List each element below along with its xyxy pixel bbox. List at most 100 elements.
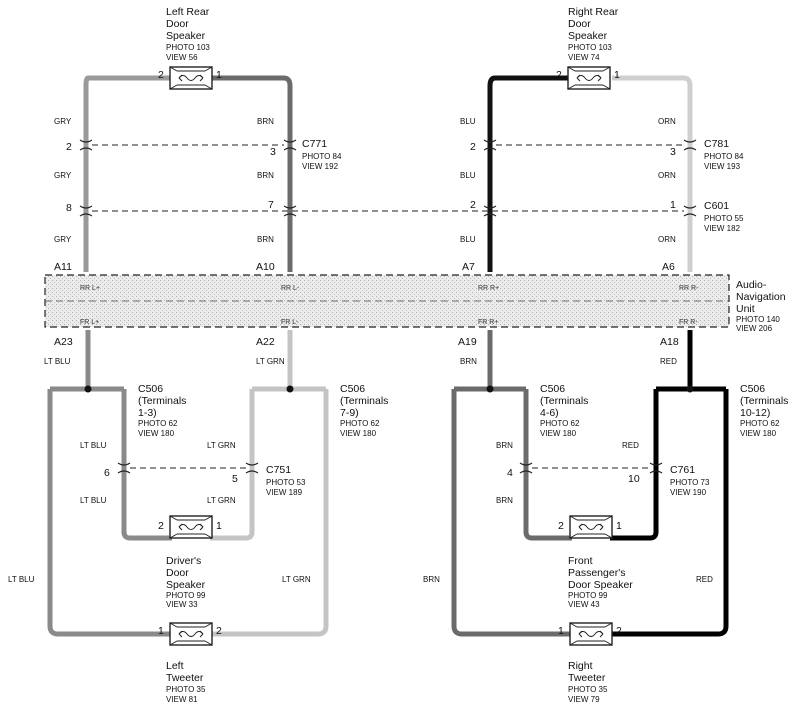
pin-right-tweeter-1: 1 <box>558 625 564 637</box>
connector-contact-0 <box>79 139 93 151</box>
svg-text:6: 6 <box>104 467 110 479</box>
speaker-right-rear: 2 1 <box>556 66 620 90</box>
wire-right-rear-blu <box>487 75 568 272</box>
svg-text:VIEW 206: VIEW 206 <box>736 324 773 333</box>
svg-text:PHOTO 73: PHOTO 73 <box>670 478 710 487</box>
connector-contacts <box>79 139 697 474</box>
connector-c751: 6 5 C751 PHOTO 53 VIEW 189 <box>104 464 306 497</box>
speaker-right-tweeter-symbol <box>569 622 613 646</box>
svg-text:PHOTO 35: PHOTO 35 <box>568 685 608 694</box>
pin-left-rear-2: 2 <box>158 69 164 81</box>
unit-terminal-a11: A11 <box>54 261 72 273</box>
connector-contact-6 <box>483 205 497 217</box>
svg-text:ORN: ORN <box>658 171 676 180</box>
speaker-front-passenger-door-symbol <box>569 515 613 539</box>
svg-text:PHOTO 55: PHOTO 55 <box>704 214 744 223</box>
svg-text:(Terminals: (Terminals <box>340 395 388 407</box>
svg-text:BRN: BRN <box>257 117 274 126</box>
pin-pass-2: 2 <box>558 520 564 532</box>
svg-text:C771: C771 <box>302 138 327 150</box>
pin-right-rear-2: 2 <box>556 69 562 81</box>
svg-text:VIEW 180: VIEW 180 <box>540 429 577 438</box>
caption-right-rear: Right Rear Door Speaker PHOTO 103 VIEW 7… <box>568 6 619 62</box>
caption-front-passenger-door: Front Passenger's Door Speaker PHOTO 99 … <box>568 555 633 609</box>
svg-text:BRN: BRN <box>423 575 440 584</box>
svg-text:BRN: BRN <box>257 171 274 180</box>
wire-right-tweeter-brn <box>451 389 570 637</box>
caption-driver-door: Driver's Door Speaker PHOTO 99 VIEW 33 <box>166 555 206 609</box>
svg-text:BLU: BLU <box>460 171 476 180</box>
svg-text:Driver's: Driver's <box>166 555 201 567</box>
connector-c771: 2 3 C771 PHOTO 84 VIEW 192 <box>66 138 342 171</box>
speaker-driver-door: 2 1 <box>158 515 222 539</box>
unit-terminal-a10: A10 <box>256 261 275 273</box>
pin-right-tweeter-2: 2 <box>616 625 622 637</box>
unit-signal-rr-r-neg: RR R- <box>679 285 699 292</box>
svg-text:8: 8 <box>66 202 72 214</box>
pin-driver-2: 2 <box>158 520 164 532</box>
caption-right-tweeter: Right Tweeter PHOTO 35 VIEW 79 <box>568 660 608 704</box>
svg-text:BLU: BLU <box>460 117 476 126</box>
speaker-front-passenger-door: 2 1 <box>558 515 622 539</box>
unit-signal-fr-l-pos: FR L+ <box>80 319 99 326</box>
unit-signal-fr-l-neg: FR L- <box>281 319 299 326</box>
connector-contact-11 <box>649 462 663 474</box>
speaker-left-tweeter: 1 2 <box>158 622 222 646</box>
svg-text:VIEW 182: VIEW 182 <box>704 224 741 233</box>
svg-text:C506: C506 <box>740 383 765 395</box>
svg-text:LT GRN: LT GRN <box>256 357 285 366</box>
unit-terminal-a18: A18 <box>660 336 679 348</box>
speaker-right-tweeter: 1 2 <box>558 622 622 646</box>
svg-text:LT BLU: LT BLU <box>44 357 71 366</box>
svg-text:RED: RED <box>622 441 639 450</box>
connector-contact-9 <box>245 462 259 474</box>
svg-text:C761: C761 <box>670 464 695 476</box>
svg-text:RED: RED <box>660 357 677 366</box>
unit-terminal-a23: A23 <box>54 336 73 348</box>
connector-c506-terminals-4-6: C506 (Terminals 4-6) PHOTO 62 VIEW 180 <box>540 383 588 438</box>
connector-c601: 8 7 2 1 C601 PHOTO 55 VIEW 182 <box>66 199 744 233</box>
svg-text:PHOTO 62: PHOTO 62 <box>340 419 380 428</box>
svg-text:VIEW 79: VIEW 79 <box>568 695 600 704</box>
splice-a18 <box>686 385 694 393</box>
svg-text:C781: C781 <box>704 138 729 150</box>
svg-text:Door: Door <box>166 567 189 579</box>
svg-text:2: 2 <box>470 141 476 153</box>
svg-text:Tweeter: Tweeter <box>166 672 204 684</box>
pin-left-tweeter-2: 2 <box>216 625 222 637</box>
svg-text:GRY: GRY <box>54 235 72 244</box>
svg-text:3: 3 <box>270 146 276 158</box>
caption-left-tweeter: Left Tweeter PHOTO 35 VIEW 81 <box>166 660 206 704</box>
svg-text:7-9): 7-9) <box>340 407 359 419</box>
svg-text:PHOTO 84: PHOTO 84 <box>302 152 342 161</box>
svg-text:LT GRN: LT GRN <box>282 575 311 584</box>
svg-text:2: 2 <box>66 141 72 153</box>
svg-text:PHOTO 103: PHOTO 103 <box>166 43 210 52</box>
svg-text:1-3): 1-3) <box>138 407 157 419</box>
svg-text:PHOTO 53: PHOTO 53 <box>266 478 306 487</box>
svg-text:4-6): 4-6) <box>540 407 559 419</box>
svg-text:Audio-: Audio- <box>736 279 767 291</box>
svg-text:VIEW 43: VIEW 43 <box>568 600 600 609</box>
svg-text:VIEW 180: VIEW 180 <box>340 429 377 438</box>
svg-text:Front: Front <box>568 555 593 567</box>
svg-text:BRN: BRN <box>496 441 513 450</box>
connector-c506-terminals-7-9: C506 (Terminals 7-9) PHOTO 62 VIEW 180 <box>340 383 388 438</box>
svg-text:Left Rear: Left Rear <box>166 6 210 18</box>
svg-text:VIEW 33: VIEW 33 <box>166 600 198 609</box>
wire-driver-lt-grn <box>210 389 255 541</box>
svg-text:(Terminals: (Terminals <box>740 395 788 407</box>
wire-left-rear-gry <box>83 75 170 272</box>
wire-left-tweeter-lt-blu <box>47 389 170 637</box>
unit-signal-rr-l-neg: RR L- <box>281 285 300 292</box>
svg-text:C506: C506 <box>138 383 163 395</box>
svg-text:Speaker: Speaker <box>166 30 206 42</box>
connector-contact-3 <box>683 139 697 151</box>
svg-text:PHOTO 62: PHOTO 62 <box>540 419 580 428</box>
svg-text:10: 10 <box>628 473 640 485</box>
svg-text:LT GRN: LT GRN <box>207 441 236 450</box>
svg-text:PHOTO 99: PHOTO 99 <box>166 591 206 600</box>
svg-text:PHOTO 103: PHOTO 103 <box>568 43 612 52</box>
svg-text:3: 3 <box>670 146 676 158</box>
